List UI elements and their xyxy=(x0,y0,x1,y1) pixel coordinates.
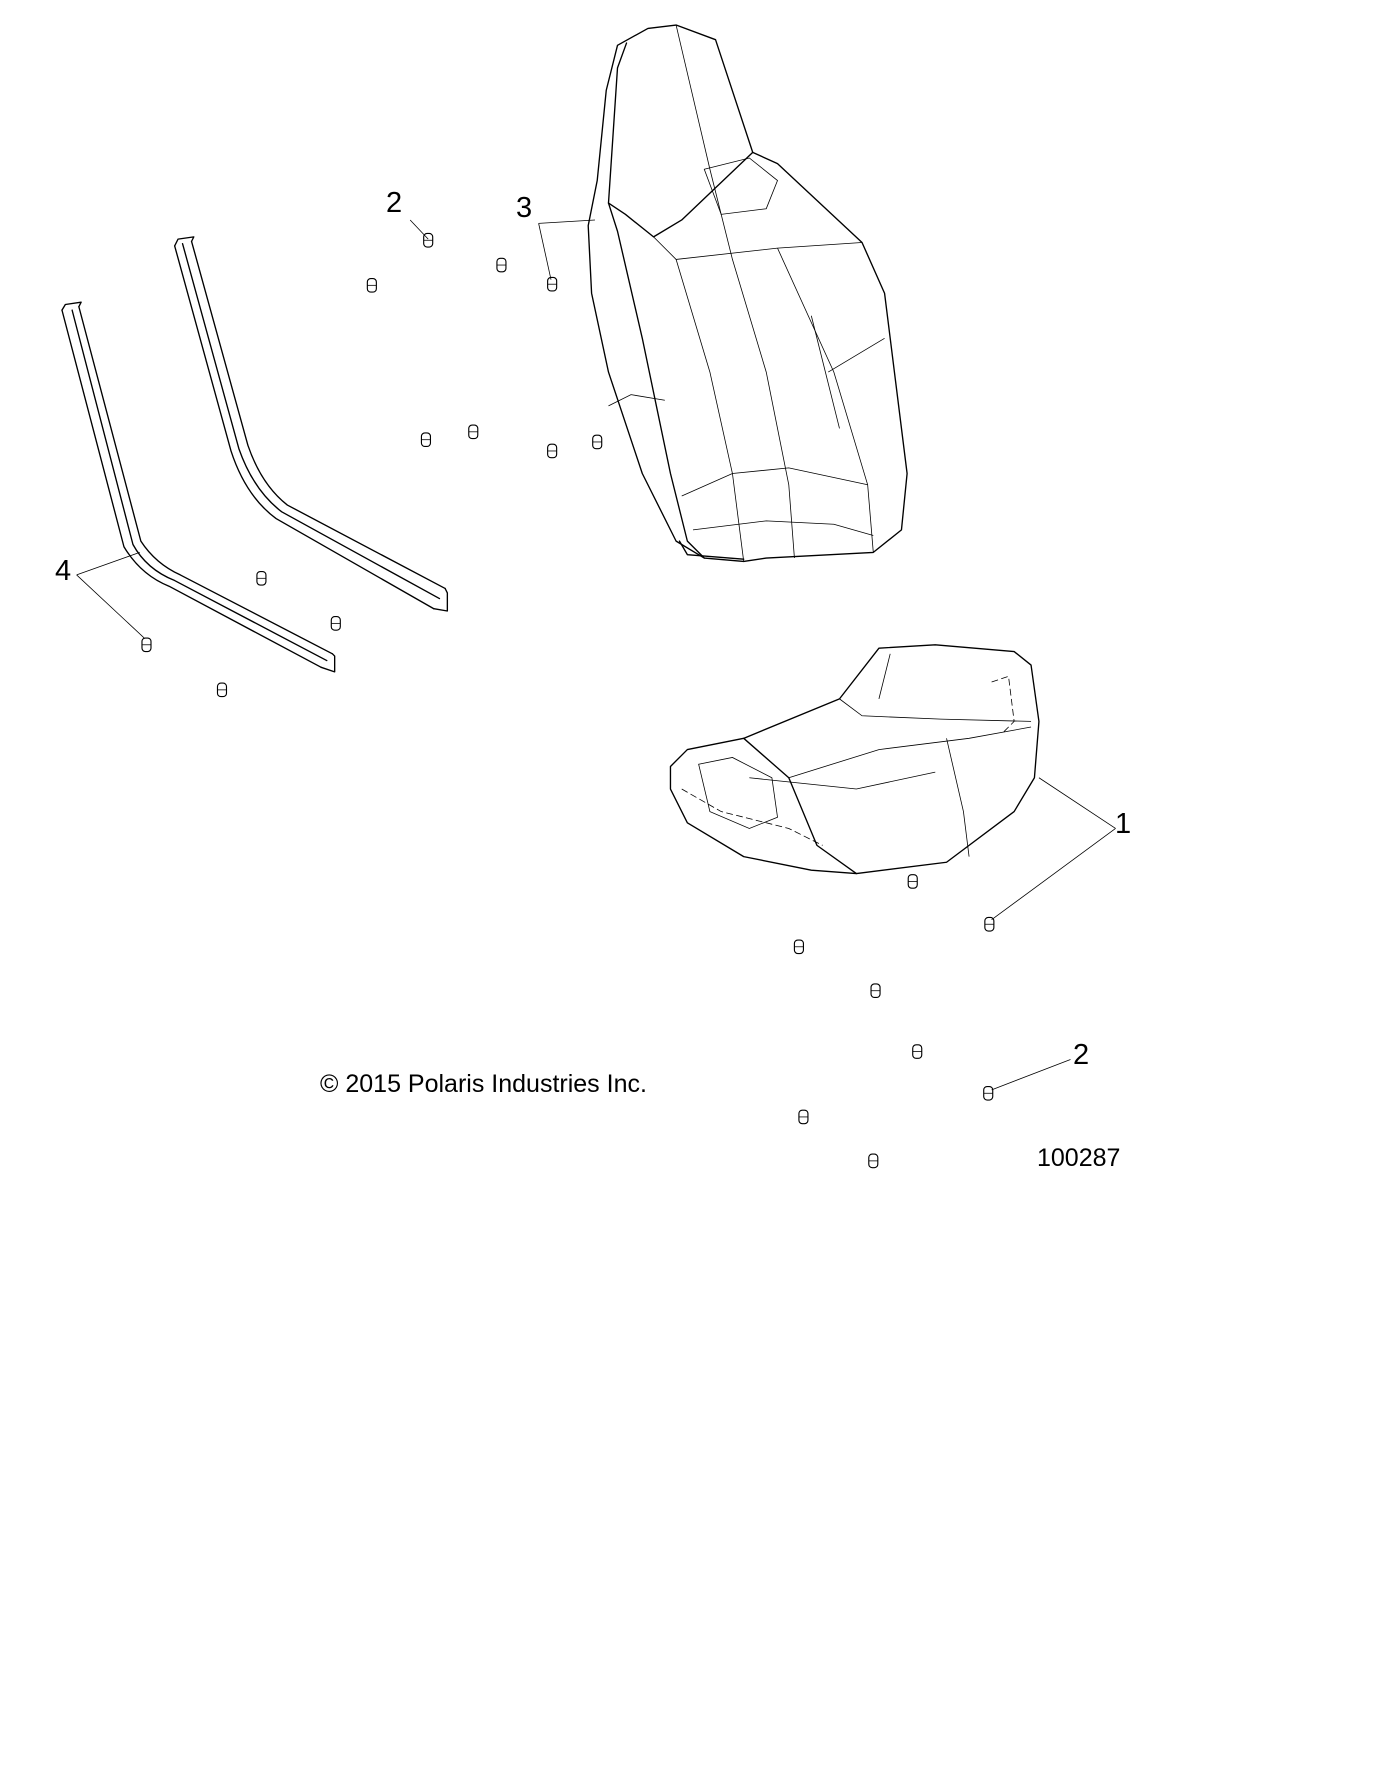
seat-rail-right xyxy=(173,236,449,612)
seat-rail-left xyxy=(61,301,336,673)
leader-lines xyxy=(76,219,1116,1091)
seat-back xyxy=(587,24,908,563)
callout-4: 4 xyxy=(55,555,72,587)
diagram-id: 100287 xyxy=(1037,1144,1121,1172)
seat-bottom xyxy=(669,644,1040,875)
copyright-text: © 2015 Polaris Industries Inc. xyxy=(320,1070,647,1098)
callout-3: 3 xyxy=(516,192,533,224)
callout-1: 1 xyxy=(1115,808,1132,840)
callout-2-lower: 2 xyxy=(1073,1039,1090,1071)
callout-2-upper: 2 xyxy=(386,187,403,219)
push-pins xyxy=(141,232,995,1169)
